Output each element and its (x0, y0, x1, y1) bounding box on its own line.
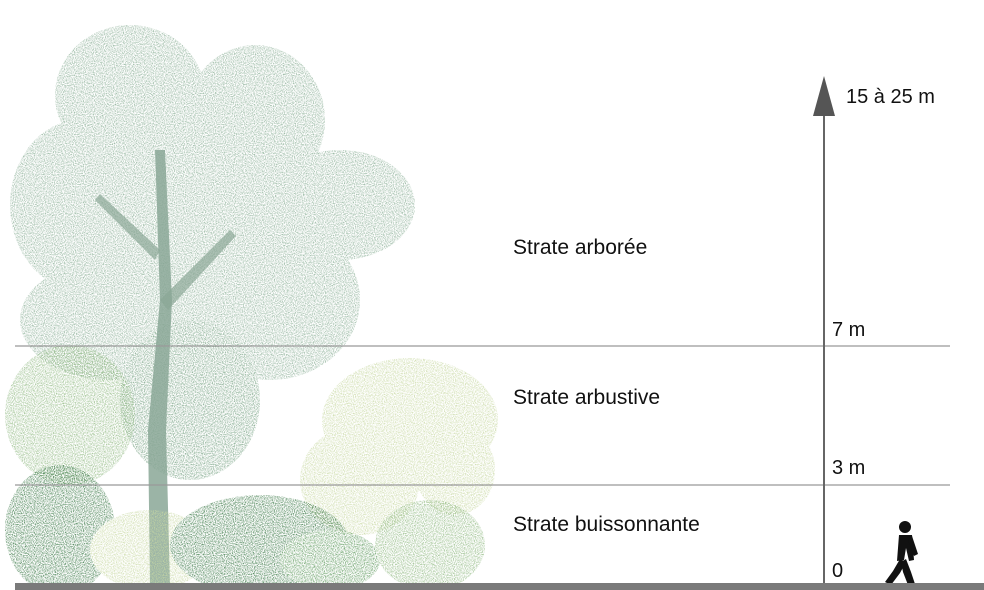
height-label-top: 15 à 25 m (846, 86, 935, 108)
arrow-up-icon (813, 76, 835, 116)
strata-label-arbustive: Strate arbustive (513, 386, 661, 409)
ground (15, 583, 984, 590)
height-label-3m: 3 m (832, 457, 866, 479)
strata-label-buissonnante: Strate buissonnante (513, 513, 700, 536)
height-label-0: 0 (832, 560, 844, 582)
shrub-layer (5, 345, 498, 535)
height-label-7m: 7 m (832, 319, 866, 341)
tree-trunk (95, 150, 236, 585)
walking-person-icon (885, 521, 918, 585)
strata-label-arboree: Strate arborée (513, 236, 648, 259)
bush-layer (5, 465, 485, 590)
